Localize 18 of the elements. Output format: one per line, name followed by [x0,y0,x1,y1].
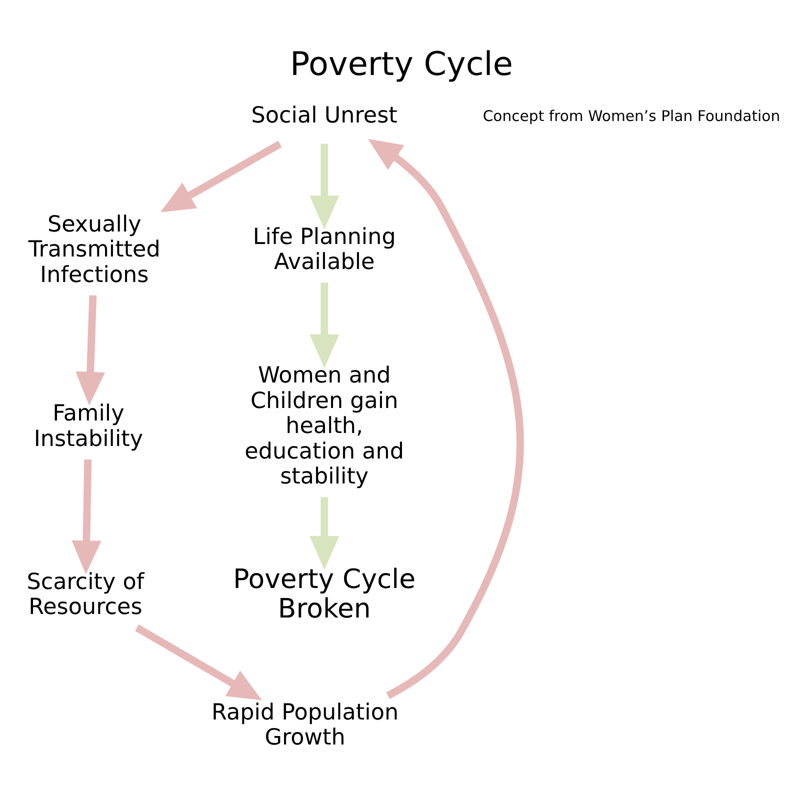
node-text: Family Instability [34,400,144,452]
arrow [310,282,340,368]
arrow [310,496,340,570]
arrow [72,458,102,574]
arrow [160,140,282,212]
node-text: Poverty Cycle Broken [233,564,416,624]
arrow [135,624,262,700]
arrow [368,138,524,698]
label: Concept from Women’s Plan Foundation [482,107,780,124]
node-text: Scarcity of Resources [26,568,144,620]
diagram-title: Poverty Cycle [290,44,513,82]
node-text: Life Planning Available [252,223,396,275]
arrow [310,143,340,229]
node-text: Sexually Transmitted Infections [28,210,160,288]
node-text: Social Unrest [251,102,398,128]
arrow [76,294,106,406]
node-text: Women and Children gain health, education and stability [244,362,404,490]
node-text: Rapid Population Growth [212,698,399,750]
